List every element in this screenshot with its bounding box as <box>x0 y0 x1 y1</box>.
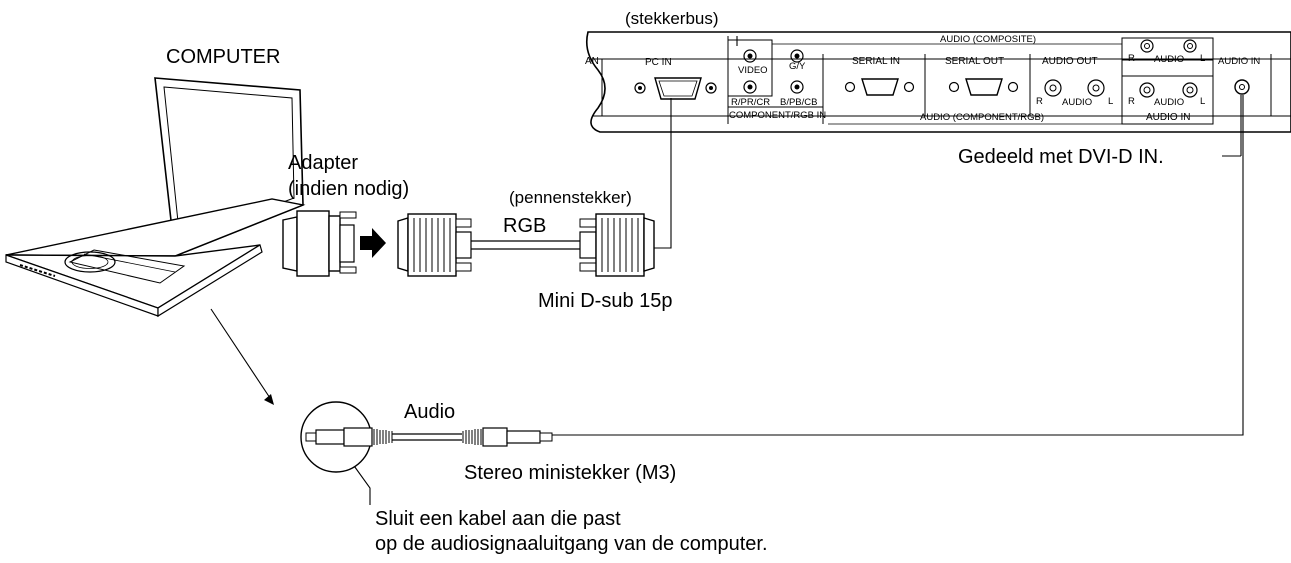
vga-connector-right <box>579 213 655 277</box>
stereo-plug-label: Stereo ministekker (M3) <box>464 462 677 484</box>
mini-dsub-label: Mini D-sub 15p <box>538 290 673 312</box>
audio-plug-magnifier <box>300 401 393 473</box>
leader-lines <box>210 36 1244 505</box>
panel-bpbcb-label: B/PB/CB <box>780 97 818 108</box>
panel-audio-word: AUDIO <box>1154 54 1184 65</box>
shared-dvi-label: Gedeeld met DVI-D IN. <box>958 146 1164 168</box>
panel-audio-in-small-label: AUDIO IN <box>1218 56 1260 67</box>
audio-cable <box>392 433 462 441</box>
arrow-right-icon <box>360 228 386 258</box>
panel-audio-out-label: AUDIO OUT <box>1042 56 1098 67</box>
pin-plug-label: (pennenstekker) <box>509 188 632 207</box>
serial-out-port[interactable] <box>948 78 1019 96</box>
adapter-label: Adapter <box>288 152 359 174</box>
panel-l-label-2: L <box>1200 96 1205 107</box>
panel-serial-in-label: SERIAL IN <box>852 56 900 67</box>
laptop-computer <box>5 77 306 318</box>
serial-in-port[interactable] <box>844 78 915 96</box>
audio-in-component-ports[interactable] <box>1139 82 1198 98</box>
panel-rprcr-label: R/PR/CR <box>731 97 770 108</box>
panel-serial-out-label: SERIAL OUT <box>945 56 1004 67</box>
vga-connector-left <box>397 213 472 277</box>
adapter-note-label: (indien nodig) <box>288 178 410 200</box>
panel-l-label: L <box>1200 53 1205 64</box>
note-line-1: Sluit een kabel aan die past <box>375 508 621 530</box>
panel-r-label-2: R <box>1128 96 1135 107</box>
rgb-cable <box>471 240 580 250</box>
audio-composite-ports[interactable] <box>1140 39 1197 53</box>
panel-r-label: R <box>1128 53 1135 64</box>
pc-in-port[interactable] <box>634 77 717 100</box>
panel-r-label-3: R <box>1036 96 1043 107</box>
panel-pc-in-label: PC IN <box>645 57 672 68</box>
rgb-label: RGB <box>503 215 547 237</box>
panel-audio-composite-label: AUDIO (COMPOSITE) <box>940 34 1036 45</box>
audio-in-mini-jack[interactable] <box>1234 79 1250 95</box>
panel-audio-word-2: AUDIO <box>1154 97 1184 108</box>
computer-label: COMPUTER <box>166 46 281 68</box>
audio-out-ports[interactable] <box>1044 79 1105 97</box>
panel-component-rgb-in-label: COMPONENT/RGB IN <box>729 110 826 121</box>
panel-l-label-3: L <box>1108 96 1113 107</box>
panel-lan-label: AN <box>585 56 599 67</box>
panel-gy-label: G/Y <box>789 61 806 72</box>
panel-audio-word-3: AUDIO <box>1062 97 1092 108</box>
panel-audio-in-big-label: AUDIO IN <box>1146 112 1190 123</box>
adapter <box>282 210 357 277</box>
audio-label: Audio <box>404 401 456 423</box>
note-line-2: op de audiosignaaluitgang van de compute… <box>375 533 768 555</box>
panel-video-label: VIDEO <box>738 65 768 76</box>
video-component-ports[interactable] <box>743 49 804 94</box>
stereo-mini-plug <box>462 427 553 447</box>
display-rear-panel <box>585 31 1291 133</box>
panel-audio-component-rgb-label: AUDIO (COMPONENT/RGB) <box>920 112 1044 123</box>
arrow-down-icon <box>264 394 274 405</box>
socket-label: (stekkerbus) <box>625 9 719 28</box>
